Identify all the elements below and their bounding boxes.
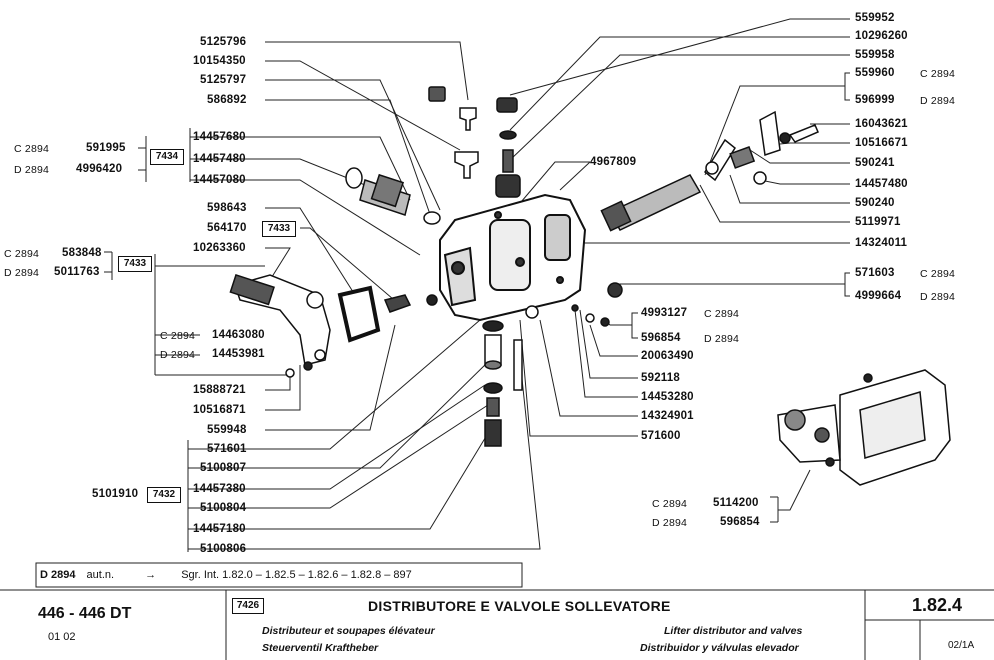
variant-part: 4996420 [76,163,123,175]
part-559952: 559952 [855,12,895,24]
variant-model: D 2894 [160,349,196,361]
title-es: Distribuidor y válvulas elevador [640,642,799,654]
part-559958: 559958 [855,49,895,61]
variant-part: 14463080 [212,329,265,341]
part-5100806: 5100806 [200,543,247,555]
note-text: aut.n. [86,569,115,581]
part-14457180: 14457180 [193,523,246,535]
variant-model: D 2894 [652,517,688,529]
part-5125797: 5125797 [200,74,247,86]
variant-model: C 2894 [704,308,740,320]
variant-model: C 2894 [160,330,196,342]
part-559960: 559960 [855,67,895,79]
ref-box-7426: 7426 [232,598,264,614]
page-number: 1.82.4 [912,595,963,615]
part-590240: 590240 [855,197,895,209]
part-10516871: 10516871 [193,404,246,416]
title-en: Lifter distributor and valves [664,625,803,637]
model-subcode: 01 02 [48,631,76,643]
part-10263360: 10263360 [193,242,246,254]
part-5119971: 5119971 [855,216,901,228]
part-571600: 571600 [641,430,681,442]
ref-box-7434: 7434 [150,149,184,165]
part-15888721: 15888721 [193,384,246,396]
cartridge-7434 [345,167,441,306]
variant-model: C 2894 [652,498,688,510]
top-left-parts [428,86,479,179]
variant-model: C 2894 [14,143,50,155]
part-14457380: 14457380 [193,483,246,495]
part-14324011: 14324011 [855,237,908,249]
part-596999: 596999 [855,94,895,106]
ref-box-7433: 7433 [118,256,152,272]
right-side-parts [571,110,819,327]
note-model: D 2894 [40,569,76,581]
part-5100807: 5100807 [200,462,247,474]
variant-part: 5011763 [54,266,100,278]
title-de: Steuerventil Kraftheber [262,642,379,654]
top-center-parts [495,97,521,198]
part-571601: 571601 [207,443,247,455]
revision-code: 02/1A [948,640,975,651]
ref-box-7432: 7432 [147,487,181,503]
variant-model: C 2894 [4,248,40,260]
part-14457480: 14457480 [855,178,908,190]
variant-model: D 2894 [920,291,956,303]
valve-stack-7432 [482,305,539,447]
part-586892: 586892 [207,94,247,106]
arrow-icon: → [145,569,157,581]
part-596854: 596854 [641,332,681,344]
part-598643: 598643 [207,202,247,214]
assembly-thumbnail [777,369,951,486]
variant-model: D 2894 [920,95,956,107]
variant-part: 591995 [86,142,126,154]
part-4999664: 4999664 [855,290,902,302]
part-592118: 592118 [641,372,680,384]
variant-model: C 2894 [920,268,956,280]
assembly-5101910: 5101910 [92,488,139,500]
variant-model: D 2894 [4,267,40,279]
variant-part: 583848 [62,247,102,259]
part-4993127: 4993127 [641,307,688,319]
part-590241: 590241 [855,157,895,169]
variant-part: 5114200 [713,497,759,509]
distributor-housing [439,193,587,322]
part-14324901: 14324901 [641,410,694,422]
variant-part: 14453981 [212,348,265,360]
ref-box-7433-small: 7433 [262,221,296,237]
part-16043621: 16043621 [855,118,908,130]
part-14453280: 14453280 [641,391,694,403]
variant-model: D 2894 [14,164,50,176]
note-ref: Sgr. Int. 1.82.0 – 1.82.5 – 1.82.6 – 1.8… [181,569,412,581]
part-4967809: 4967809 [590,156,637,168]
part-559948: 559948 [207,424,247,436]
page-title: DISTRIBUTORE E VALVOLE SOLLEVATORE [368,598,671,614]
part-5125796: 5125796 [200,36,247,48]
applicability-note: D 2894 aut.n. → Sgr. Int. 1.82.0 – 1.82.… [40,569,412,581]
part-14457680: 14457680 [193,131,246,143]
title-fr: Distributeur et soupapes élévateur [262,625,435,637]
part-571603: 571603 [855,267,895,279]
valve-body-7433 [229,273,412,378]
part-5100804: 5100804 [200,502,247,514]
part-10296260: 10296260 [855,30,908,42]
variant-model: D 2894 [704,333,740,345]
part-564170: 564170 [207,222,247,234]
part-14457080: 14457080 [193,174,246,186]
part-10154350: 10154350 [193,55,246,67]
variant-model: C 2894 [920,68,956,80]
model-number: 446 - 446 DT [38,605,132,622]
part-20063490: 20063490 [641,350,694,362]
part-10516671: 10516671 [855,137,908,149]
part-14457480: 14457480 [193,153,246,165]
variant-part: 596854 [720,516,760,528]
